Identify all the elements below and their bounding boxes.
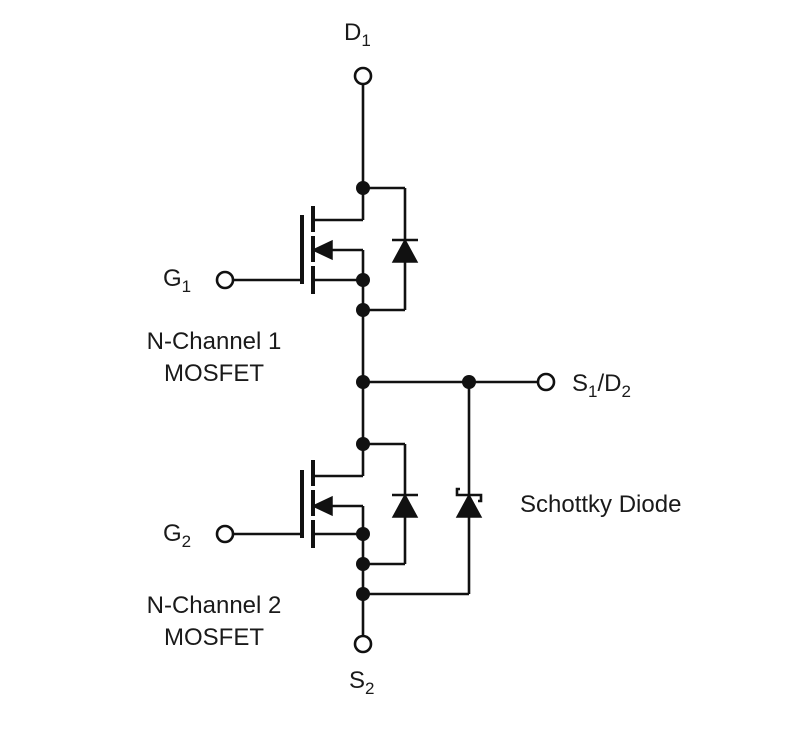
label-mosfet2-line1: N-Channel 2: [147, 592, 282, 619]
label-s2: S2: [349, 667, 374, 698]
terminals: [215, 66, 556, 654]
terminal-s1d2: [536, 372, 556, 392]
mosfet-1: [233, 186, 419, 312]
mosfet-1-arrow: [311, 239, 333, 261]
label-g1: G1: [163, 265, 191, 296]
schottky-diode-symbol: [455, 493, 483, 518]
label-mosfet1-line2: MOSFET: [164, 360, 264, 387]
body-diode-2: [391, 493, 419, 518]
mosfet-2-arrow: [311, 495, 333, 517]
label-schottky-diode: Schottky Diode: [520, 491, 681, 518]
label-s1d2: S1/D2: [572, 370, 631, 401]
schottky-branch: [363, 380, 540, 596]
junction-dots: [356, 181, 476, 601]
terminal-s2: [353, 634, 373, 654]
terminal-g1: [215, 270, 235, 290]
label-mosfet2-line2: MOSFET: [164, 624, 264, 651]
label-d1: D1: [344, 19, 371, 50]
label-mosfet1-line1: N-Channel 1: [147, 328, 282, 355]
body-diode-1: [391, 238, 419, 263]
terminal-d1: [353, 66, 373, 86]
mosfet-2: [233, 442, 419, 566]
terminal-g2: [215, 524, 235, 544]
label-g2: G2: [163, 520, 191, 551]
